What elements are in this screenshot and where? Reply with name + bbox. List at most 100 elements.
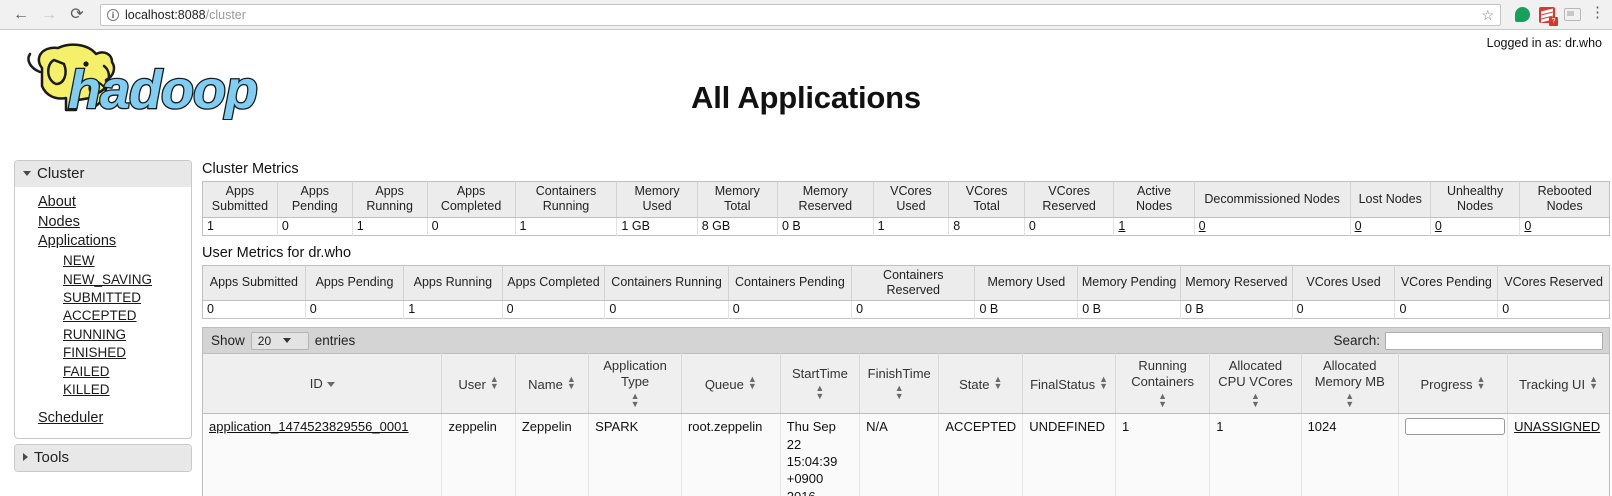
- tools-panel-header[interactable]: Tools: [15, 444, 191, 471]
- sidebar-item-killed[interactable]: KILLED: [63, 382, 110, 398]
- user-metrics-table: Apps Submitted Apps Pending Apps Running…: [202, 264, 1610, 320]
- back-arrow-icon[interactable]: ←: [13, 5, 29, 23]
- forward-arrow-icon[interactable]: →: [41, 5, 57, 23]
- svg-text:hadoop: hadoop: [68, 60, 257, 120]
- sidebar-item-running[interactable]: RUNNING: [63, 326, 126, 342]
- th-tracking-ui[interactable]: Tracking UI▲▼: [1507, 353, 1610, 415]
- sort-desc-icon: [326, 382, 335, 388]
- th-progress[interactable]: Progress▲▼: [1398, 353, 1509, 415]
- page-length-select[interactable]: 20: [250, 331, 309, 350]
- sidebar-item-submitted[interactable]: SUBMITTED: [63, 290, 142, 305]
- search-input[interactable]: [1385, 331, 1603, 350]
- clipboard-icon[interactable]: ?: [1539, 6, 1558, 26]
- val-unhealthy-nodes: 0: [1430, 217, 1521, 236]
- cluster-metrics-table: Apps Submitted Apps Pending Apps Running…: [202, 181, 1610, 236]
- val-lost-nodes: 0: [1350, 217, 1431, 236]
- th-name[interactable]: Name▲▼: [515, 353, 590, 415]
- cluster-metrics-header-row: Apps Submitted Apps Pending Apps Running…: [202, 181, 1610, 218]
- star-icon[interactable]: ☆: [1481, 6, 1494, 23]
- sidebar-item-finished[interactable]: FINISHED: [63, 345, 127, 361]
- ucol-vcores-pending: VCores Pending: [1394, 265, 1499, 302]
- cluster-metrics-value-row: 1 0 1 0 1 1 GB 8 GB 0 B 1 8 0 1 0 0 0 0: [202, 217, 1610, 236]
- val-rebooted-nodes: 0: [1520, 217, 1610, 235]
- decommissioned-nodes-link[interactable]: 0: [1198, 218, 1206, 233]
- th-progress-label: Progress: [1420, 376, 1473, 392]
- th-finishtime-label: FinishTime: [867, 365, 931, 381]
- progress-bar: [1404, 418, 1505, 436]
- sidebar-item-new-saving[interactable]: NEW_SAVING: [63, 271, 153, 287]
- sort-both-icon: ▲▼: [566, 373, 576, 392]
- th-finishtime[interactable]: FinishTime▲▼: [859, 353, 940, 415]
- chevron-right-icon: [23, 453, 28, 461]
- reload-icon[interactable]: ⟳: [70, 5, 84, 23]
- site-info-icon[interactable]: i: [107, 8, 119, 21]
- val-decommissioned-nodes: 0: [1194, 217, 1351, 236]
- col-lost-nodes: Lost Nodes: [1350, 181, 1431, 218]
- uval-vcores-pending: 0: [1394, 300, 1499, 319]
- th-allocated-cpu-vcores-label: Allocated CPU VCores: [1218, 358, 1293, 389]
- ucol-apps-completed: Apps Completed: [502, 265, 606, 302]
- applications-header-row: ID User▲▼ Name▲▼ Application Type▲▼ Queu…: [202, 353, 1610, 415]
- th-running-containers[interactable]: Running Containers▲▼: [1115, 353, 1211, 415]
- th-finalstatus[interactable]: FinalStatus▲▼: [1022, 353, 1116, 415]
- sidebar-item-new[interactable]: NEW: [63, 253, 95, 269]
- url-host: localhost:8088: [125, 7, 206, 22]
- active-nodes-link[interactable]: 1: [1118, 218, 1126, 233]
- th-application-type-label: Application Type: [603, 358, 667, 389]
- lost-nodes-link[interactable]: 0: [1354, 218, 1362, 233]
- section-spacer: [202, 236, 1610, 244]
- ucol-apps-pending: Apps Pending: [305, 265, 405, 302]
- th-running-containers-label: Running Containers: [1131, 358, 1195, 389]
- col-memory-reserved: Memory Reserved: [777, 181, 874, 218]
- sidebar-item-about[interactable]: About: [38, 194, 76, 210]
- col-active-nodes: Active Nodes: [1113, 181, 1195, 218]
- sort-both-icon: ▲▼: [815, 383, 825, 401]
- sidebar-item-applications[interactable]: Applications: [38, 233, 117, 250]
- th-state[interactable]: State▲▼: [938, 353, 1024, 415]
- hangouts-icon[interactable]: [1515, 7, 1530, 22]
- application-id-link[interactable]: application_1474523829556_0001: [209, 419, 409, 435]
- col-rebooted-nodes: Rebooted Nodes: [1519, 181, 1610, 218]
- uval-memory-reserved: 0 B: [1180, 300, 1293, 319]
- th-allocated-memory-mb-label: Allocated Memory MB: [1314, 358, 1385, 389]
- cluster-panel-header[interactable]: Cluster: [15, 161, 191, 187]
- val-vcores-total: 8: [948, 217, 1025, 236]
- th-allocated-memory-mb[interactable]: Allocated Memory MB▲▼: [1301, 353, 1399, 415]
- applications-datatable: Show 20 entries Search:: [202, 327, 1610, 496]
- sidebar-item-scheduler[interactable]: Scheduler: [38, 409, 104, 426]
- ucol-memory-pending: Memory Pending: [1077, 265, 1182, 302]
- address-bar[interactable]: i localhost:8088/cluster ☆: [100, 3, 1501, 26]
- col-apps-running: Apps Running: [352, 181, 428, 218]
- logged-in-label: Logged in as: dr.who: [1486, 36, 1602, 50]
- unhealthy-nodes-link[interactable]: 0: [1434, 218, 1442, 233]
- sidebar-item-failed[interactable]: FAILED: [63, 363, 110, 379]
- uval-apps-submitted: 0: [202, 300, 306, 319]
- sidebar-item-accepted[interactable]: ACCEPTED: [63, 308, 137, 324]
- val-memory-total: 8 GB: [697, 217, 778, 236]
- th-id[interactable]: ID: [202, 353, 443, 415]
- clipboard-badge: ?: [1549, 16, 1558, 26]
- col-vcores-used: VCores Used: [873, 181, 950, 218]
- ucol-apps-submitted: Apps Submitted: [202, 265, 306, 302]
- th-allocated-cpu-vcores[interactable]: Allocated CPU VCores▲▼: [1209, 353, 1302, 415]
- screencast-icon[interactable]: [1564, 8, 1581, 21]
- th-queue[interactable]: Queue▲▼: [681, 353, 781, 415]
- uval-apps-pending: 0: [305, 300, 405, 319]
- tools-panel-title: Tools: [34, 448, 70, 466]
- col-unhealthy-nodes: Unhealthy Nodes: [1430, 181, 1521, 218]
- val-apps-running: 1: [352, 217, 428, 236]
- th-id-label: ID: [309, 376, 323, 392]
- sort-both-icon: ▲▼: [1345, 390, 1355, 409]
- th-application-type[interactable]: Application Type▲▼: [588, 353, 682, 415]
- th-starttime[interactable]: StartTime▲▼: [780, 353, 861, 415]
- sidebar-spacer: [15, 400, 191, 409]
- three-dot-menu-icon[interactable]: ⋮: [1590, 4, 1605, 22]
- ucol-vcores-reserved: VCores Reserved: [1497, 265, 1610, 302]
- hadoop-resourcemanager-page: Logged in as: dr.who hadoop All Applicat…: [0, 30, 1612, 496]
- rebooted-nodes-link[interactable]: 0: [1524, 218, 1532, 233]
- applications-table: ID User▲▼ Name▲▼ Application Type▲▼ Queu…: [202, 353, 1610, 496]
- hadoop-logo[interactable]: hadoop: [12, 38, 310, 121]
- sidebar-item-nodes[interactable]: Nodes: [38, 213, 80, 230]
- th-user[interactable]: User▲▼: [441, 353, 516, 415]
- tracking-ui-link[interactable]: UNASSIGNED: [1514, 419, 1601, 435]
